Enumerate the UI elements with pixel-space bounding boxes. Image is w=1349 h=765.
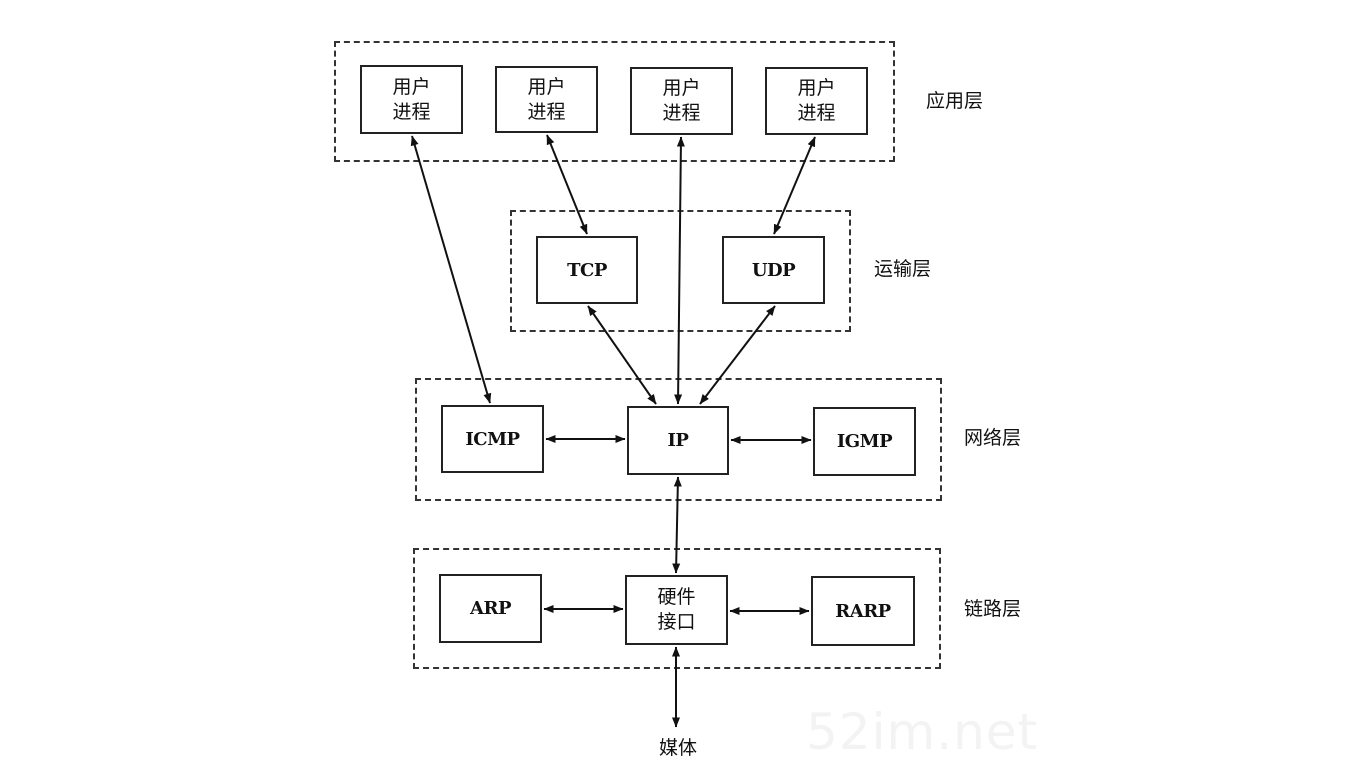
igmp-box: IGMP xyxy=(813,407,916,476)
arrow-user-process-1-to-icmp xyxy=(410,135,492,404)
arp-box: ARP xyxy=(439,574,542,643)
igmp-label: IGMP xyxy=(836,431,893,452)
ip-box: IP xyxy=(627,406,729,475)
arrow-ip-to-hardware-interface xyxy=(672,476,682,574)
arrow-user-process-4-to-udp xyxy=(773,136,816,235)
user-process-box-1: 用户 进程 xyxy=(360,65,463,134)
application-layer-box xyxy=(334,41,895,162)
application-layer-label: 应用层 xyxy=(926,90,984,112)
arrow-user-process-3-to-ip xyxy=(674,136,685,405)
icmp-label: ICMP xyxy=(465,428,520,450)
user-process-box-4: 用户 进程 xyxy=(765,67,868,135)
medium-label: 媒体 xyxy=(659,737,698,759)
arp-label: ARP xyxy=(470,598,511,619)
hardware-interface-box: 硬件 接口 xyxy=(625,575,728,645)
watermark: 52im.net xyxy=(806,703,1039,761)
tcp-box: TCP xyxy=(536,236,638,304)
hardware-interface-label: 硬件 接口 xyxy=(657,586,696,633)
arrow-udp-to-ip xyxy=(699,305,776,405)
user-process-label-2: 用户 进程 xyxy=(527,75,566,123)
user-process-label-1: 用户 进程 xyxy=(392,75,431,123)
icmp-box: ICMP xyxy=(441,405,544,473)
tcp-label: TCP xyxy=(567,259,607,281)
user-process-label-3: 用户 进程 xyxy=(662,77,701,124)
link-layer-label: 链路层 xyxy=(964,598,1022,620)
ip-label: IP xyxy=(667,430,689,451)
user-process-box-2: 用户 进程 xyxy=(495,66,598,133)
network-layer-label: 网络层 xyxy=(964,427,1022,449)
rarp-label: RARP xyxy=(835,600,891,622)
udp-label: UDP xyxy=(751,259,796,281)
user-process-label-4: 用户 进程 xyxy=(797,77,836,124)
user-process-box-3: 用户 进程 xyxy=(630,67,733,135)
arrow-tcp-to-ip xyxy=(587,305,657,405)
rarp-box: RARP xyxy=(811,576,915,646)
udp-box: UDP xyxy=(722,236,825,304)
transport-layer-label: 运输层 xyxy=(874,258,932,280)
arrow-user-process-2-to-tcp xyxy=(546,134,588,235)
